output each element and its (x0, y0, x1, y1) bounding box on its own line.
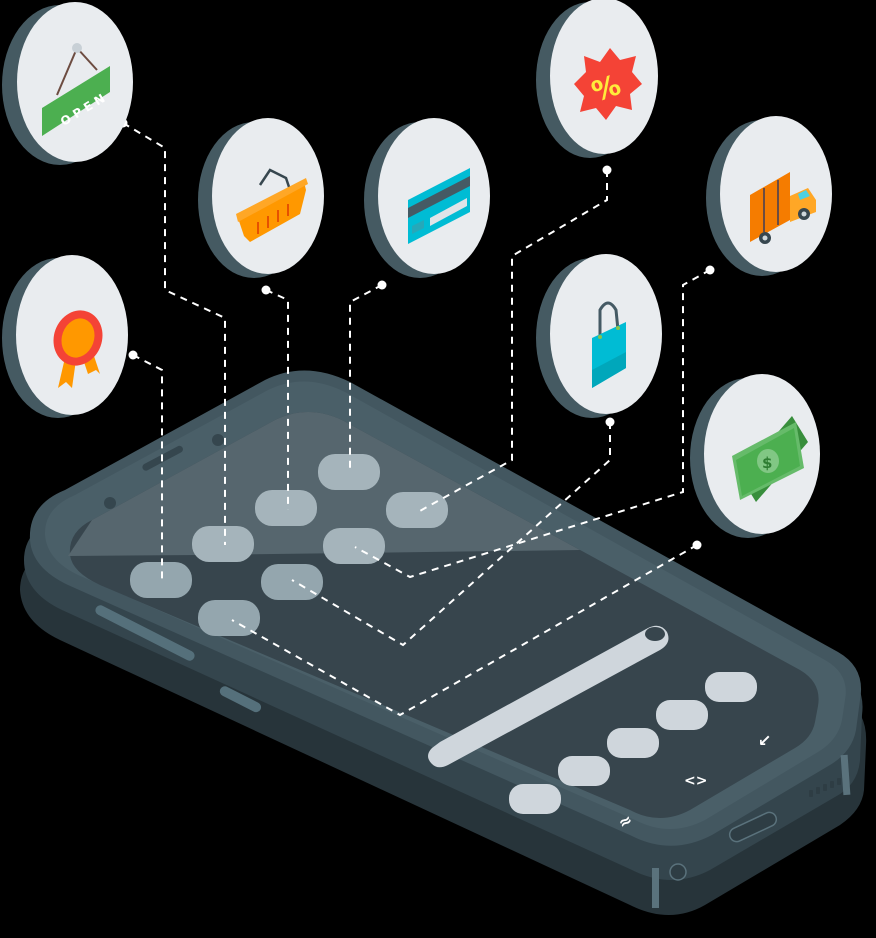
search-mic-icon[interactable] (645, 627, 665, 641)
app-icon-7[interactable] (261, 564, 323, 600)
app-icon-1[interactable] (318, 454, 380, 490)
app-icon-4[interactable] (192, 526, 254, 562)
search-bar[interactable] (428, 625, 669, 768)
connector-credit-card (349, 284, 383, 470)
disc-credit-card[interactable] (364, 118, 490, 278)
dock-icon-4[interactable] (656, 700, 708, 730)
app-icon-3[interactable] (386, 492, 448, 528)
headphone-jack (669, 863, 687, 881)
front-sensor (212, 434, 224, 446)
cash-money-icon: $ (732, 416, 808, 502)
dock-icon-2[interactable] (558, 756, 610, 786)
connector-award-badge (132, 354, 163, 580)
connector-open-sign (122, 122, 226, 545)
shopping-bag-icon (592, 301, 626, 388)
disc-award-badge[interactable] (2, 255, 128, 418)
disc-shopping-bag[interactable] (536, 254, 662, 418)
disc-shopping-basket[interactable] (198, 118, 324, 278)
side-seam-left (652, 868, 659, 908)
volume-button[interactable] (94, 604, 197, 663)
speaker-grille (809, 778, 841, 797)
connector-delivery-truck (354, 269, 711, 579)
award-badge-icon (53, 310, 103, 388)
disc-cash-money[interactable]: $ (690, 374, 820, 538)
home-nav-icon[interactable]: <> (684, 773, 707, 789)
credit-card-icon (408, 168, 470, 244)
disc-discount-tag[interactable]: % (536, 0, 658, 158)
dock-icon-3[interactable] (607, 728, 659, 758)
discount-tag-icon: % (574, 48, 642, 120)
dock (509, 672, 757, 814)
connector-discount-tag (417, 170, 608, 513)
dock-icon-5[interactable] (705, 672, 757, 702)
front-camera (104, 497, 116, 509)
power-button[interactable] (218, 685, 263, 714)
app-icon-6[interactable] (130, 562, 192, 598)
dock-icon-1[interactable] (509, 784, 561, 814)
delivery-truck-icon (750, 172, 816, 244)
app-icon-2[interactable] (255, 490, 317, 526)
usb-port (728, 811, 778, 843)
connector-lines (118, 118, 715, 717)
back-nav-icon[interactable]: ↙ (758, 731, 771, 750)
disc-open-sign[interactable]: OPEN (2, 2, 133, 165)
disc-delivery-truck[interactable] (706, 116, 832, 276)
app-icon-5[interactable] (323, 528, 385, 564)
side-seam-right (840, 754, 851, 796)
svg-text:$: $ (762, 454, 772, 472)
connector-cash-money (231, 544, 698, 717)
shopping-basket-icon (236, 168, 308, 242)
connector-shopping-bag (291, 422, 611, 647)
